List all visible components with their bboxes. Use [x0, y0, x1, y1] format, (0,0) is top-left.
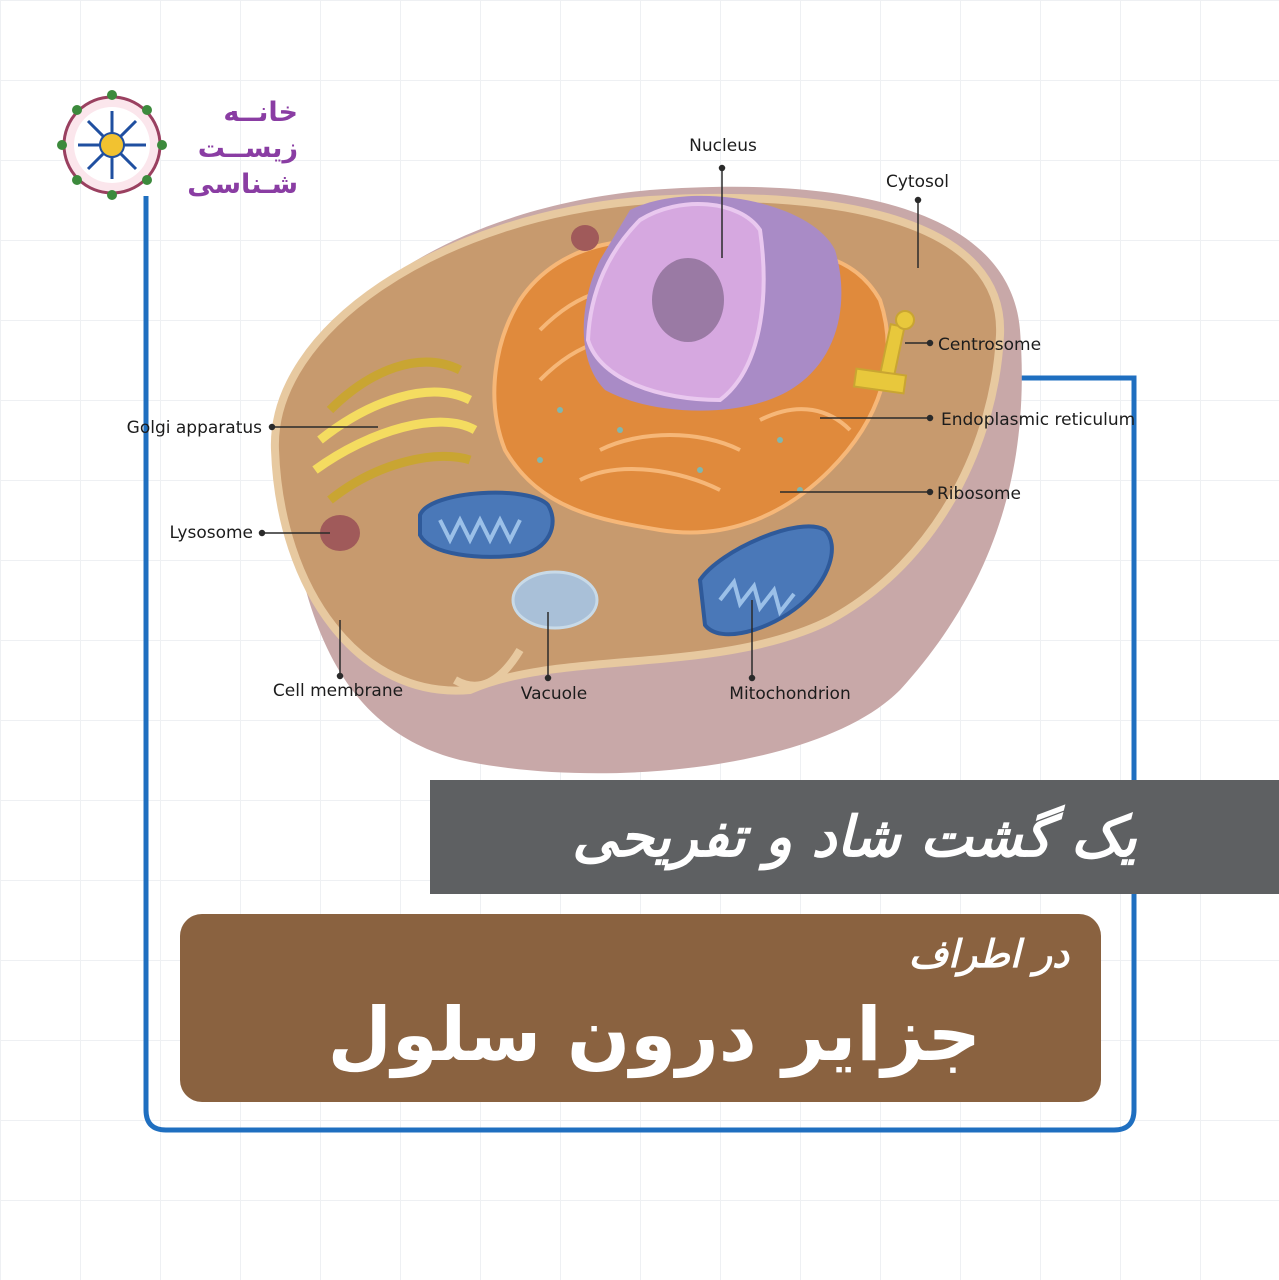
brand-line-3: شـناسی — [187, 169, 298, 200]
banner-brown: در اطراف جزایر درون سلول — [180, 914, 1101, 1102]
label-mitochondrion: Mitochondrion — [729, 684, 850, 704]
frame-line — [143, 196, 1137, 1133]
label-lysosome: Lysosome — [169, 523, 253, 543]
banner-subtitle: در اطراف — [908, 932, 1069, 976]
brand-line-1: خانــه — [223, 97, 298, 128]
lysosome — [320, 515, 360, 551]
banner-gray: یک گشت شاد و تفریحی — [430, 780, 1279, 894]
membrane-notch — [453, 647, 524, 690]
brand-line-2: زیســت — [197, 133, 298, 164]
label-vacuole: Vacuole — [521, 684, 587, 704]
nucleus — [583, 195, 842, 411]
label-er: Endoplasmic reticulum — [941, 410, 1135, 430]
label-centrosome: Centrosome — [938, 335, 1041, 355]
label-golgi: Golgi apparatus — [127, 418, 262, 438]
brand-name: خانــه زیســت شـناسی — [178, 95, 298, 203]
label-cell-membrane: Cell membrane — [273, 681, 403, 701]
mitochondrion-right — [697, 524, 834, 637]
cell — [270, 186, 1022, 774]
mitochondrion-left — [418, 490, 555, 559]
vacuole — [511, 570, 599, 630]
label-ribosome: Ribosome — [937, 484, 1021, 504]
label-cytosol: Cytosol — [886, 172, 949, 192]
ribosome-dots — [537, 407, 803, 493]
logo-icon — [57, 90, 167, 200]
banner-gray-text: یک گشت شاد و تفریحی — [572, 804, 1137, 870]
label-nucleus: Nucleus — [689, 136, 757, 156]
banner-title: جزایر درون سلول — [327, 992, 981, 1078]
leader-lines — [258, 164, 934, 682]
centrosome — [852, 310, 915, 395]
